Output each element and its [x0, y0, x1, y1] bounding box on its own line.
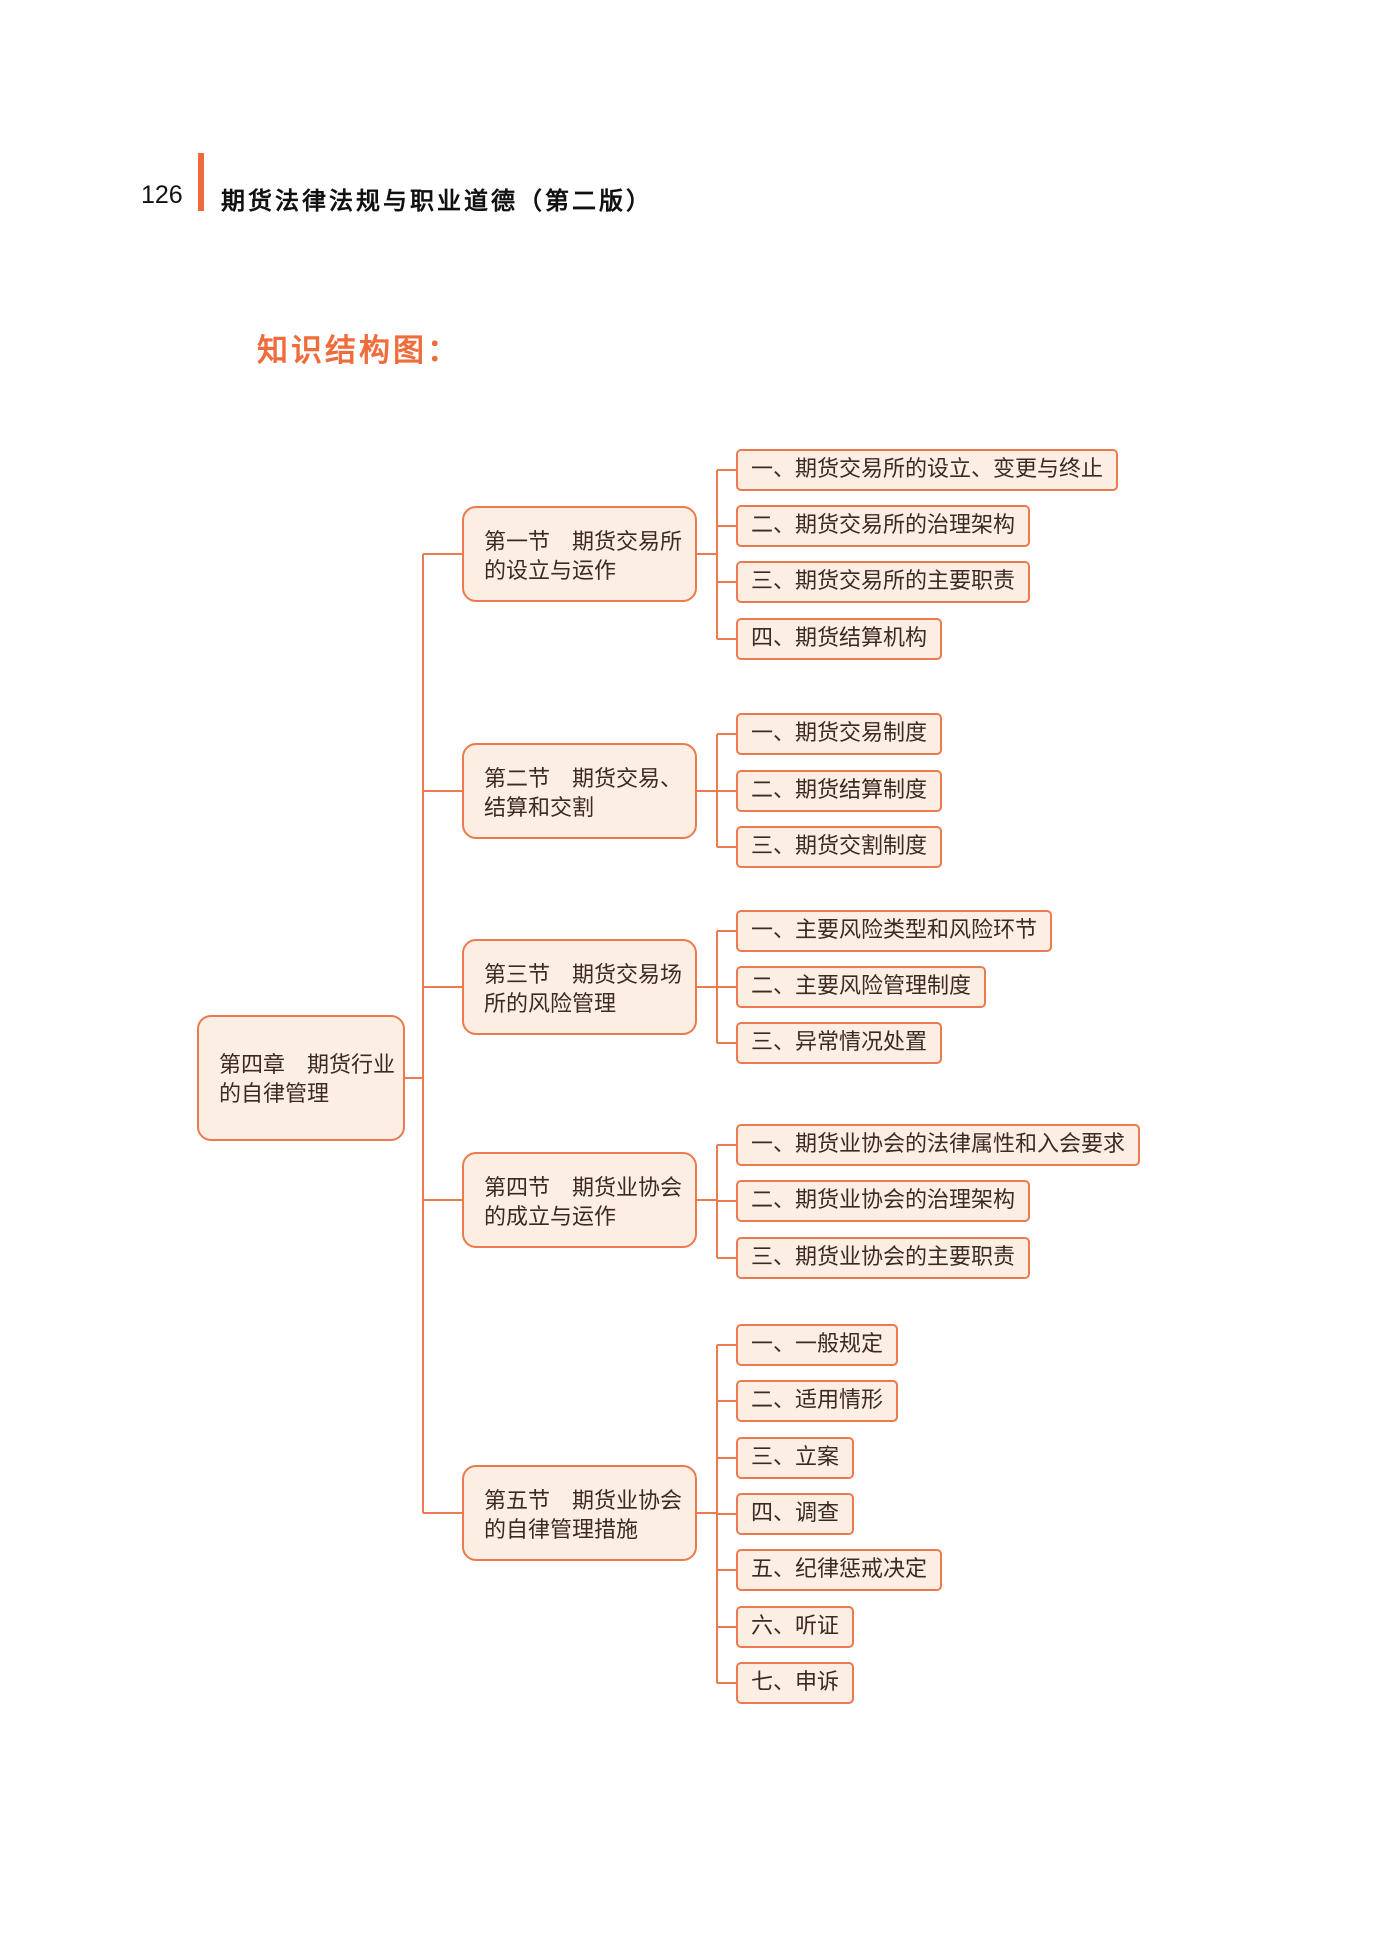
root-node: 第四章 期货行业 的自律管理: [197, 1015, 405, 1141]
topic-node: 一、一般规定: [736, 1324, 899, 1366]
topic-node: 一、主要风险类型和风险环节: [736, 910, 1053, 952]
topic-node: 二、期货交易所的治理架构: [736, 505, 1031, 547]
topic-node: 四、期货结算机构: [736, 618, 943, 660]
section-line-2: 的成立与运作: [484, 1205, 617, 1230]
topic-node: 二、期货结算制度: [736, 770, 943, 812]
topic-node: 七、申诉: [736, 1662, 855, 1704]
topic-node: 三、期货交割制度: [736, 826, 943, 868]
section-line-1: 第五节 期货业协会: [484, 1489, 683, 1514]
root-line-2: 的自律管理: [219, 1082, 330, 1107]
topic-node: 六、听证: [736, 1606, 855, 1648]
section-node: 第二节 期货交易、结算和交割: [462, 743, 697, 839]
topic-node: 五、纪律惩戒决定: [736, 1549, 943, 1591]
header-accent-bar: [198, 153, 204, 211]
topic-node: 二、主要风险管理制度: [736, 966, 987, 1008]
topic-node: 三、期货业协会的主要职责: [736, 1237, 1031, 1279]
section-title: 知识结构图：: [257, 333, 461, 369]
topic-node: 四、调查: [736, 1493, 855, 1535]
section-node: 第一节 期货交易所的设立与运作: [462, 506, 697, 602]
page-number: 126: [141, 181, 183, 209]
section-node: 第五节 期货业协会的自律管理措施: [462, 1465, 697, 1561]
topic-node: 一、期货交易制度: [736, 713, 943, 755]
section-line-1: 第三节 期货交易场: [484, 963, 683, 988]
book-title: 期货法律法规与职业道德（第二版）: [221, 187, 653, 215]
section-line-2: 的自律管理措施: [484, 1518, 639, 1543]
section-line-2: 结算和交割: [484, 796, 595, 821]
root-line-1: 第四章 期货行业: [219, 1053, 396, 1078]
section-line-1: 第一节 期货交易所: [484, 530, 683, 555]
topic-node: 三、异常情况处置: [736, 1022, 943, 1064]
section-node: 第四节 期货业协会的成立与运作: [462, 1152, 697, 1248]
section-line-1: 第二节 期货交易、: [484, 767, 683, 792]
section-line-1: 第四节 期货业协会: [484, 1176, 683, 1201]
topic-node: 二、期货业协会的治理架构: [736, 1180, 1031, 1222]
topic-node: 三、立案: [736, 1437, 855, 1479]
topic-node: 三、期货交易所的主要职责: [736, 561, 1031, 603]
section-node: 第三节 期货交易场所的风险管理: [462, 939, 697, 1035]
topic-node: 二、适用情形: [736, 1380, 899, 1422]
section-line-2: 所的风险管理: [484, 992, 617, 1017]
section-line-2: 的设立与运作: [484, 559, 617, 584]
topic-node: 一、期货业协会的法律属性和入会要求: [736, 1124, 1141, 1166]
topic-node: 一、期货交易所的设立、变更与终止: [736, 449, 1119, 491]
